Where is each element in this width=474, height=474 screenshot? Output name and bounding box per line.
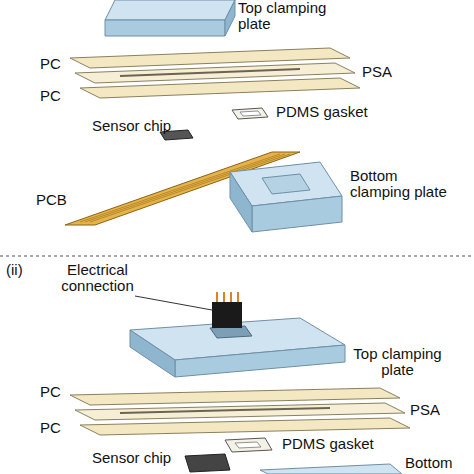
top-plate-face (105, 0, 235, 20)
plate-recess (262, 174, 310, 194)
bottom-plate-side (230, 172, 252, 232)
part-label: Bottom (405, 455, 465, 471)
psa-channel (120, 408, 330, 413)
part-label: Sensor chip (92, 118, 192, 134)
part-label: Top clamping plate (345, 346, 450, 378)
leader-line (135, 296, 212, 310)
sensor-chip (185, 454, 230, 472)
part-label: PSA (362, 64, 402, 80)
part-label: PC (40, 88, 70, 104)
top-plate-front (175, 345, 345, 377)
part-label: PSA (410, 402, 450, 418)
part-label: PDMS gasket (276, 104, 396, 120)
part-label: Bottom clamping plate (350, 168, 450, 200)
psa-layer (75, 403, 405, 420)
panel-label: (ii) (6, 262, 36, 278)
psa-channel (120, 69, 300, 76)
connector-pin (237, 292, 239, 302)
connector-pin (223, 292, 225, 302)
part-label: PCB (36, 192, 76, 208)
top-plate-front (105, 20, 225, 36)
panel-divider (0, 255, 474, 256)
pdms-gasket (232, 108, 268, 119)
connector-pin (230, 292, 232, 302)
pc-layer (80, 78, 360, 98)
part-label: PDMS gasket (282, 436, 402, 452)
part-label: PC (40, 56, 70, 72)
pdms-gasket (225, 438, 272, 452)
gasket-hole (240, 111, 261, 116)
part-label: PC (40, 384, 70, 400)
pc-layer (80, 418, 410, 435)
bottom-plate-front (252, 196, 342, 232)
part-label: Electrical connection (45, 262, 150, 294)
top-plate-side (130, 330, 175, 377)
part-label: PC (40, 420, 70, 436)
part-label: Top clamping plate (238, 0, 348, 32)
pc-layer (70, 388, 400, 405)
top-plate-side (225, 0, 235, 36)
electrical-connector (212, 302, 242, 328)
part-label: Sensor chip (92, 450, 192, 466)
connector-pin (216, 292, 218, 302)
gasket-hole (235, 442, 261, 448)
bottom-plate-face (260, 464, 402, 474)
